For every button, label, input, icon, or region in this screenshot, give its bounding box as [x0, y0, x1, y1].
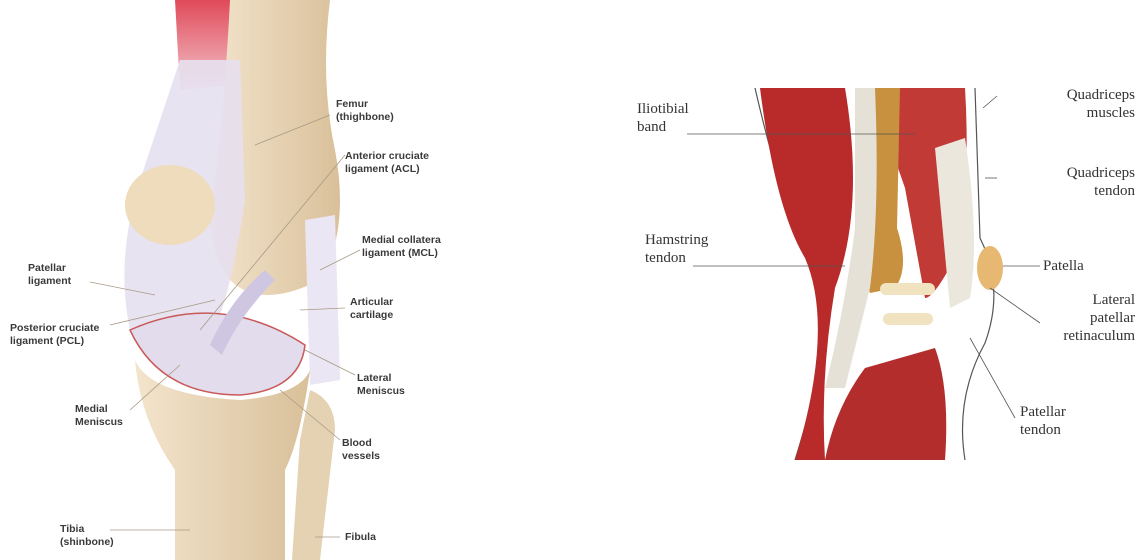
label-medial-meniscus: Medial Meniscus — [75, 403, 123, 429]
label-tibia: Tibia (shinbone) — [60, 523, 114, 549]
label-lateral-patellar-retinaculum: Lateral patellar retinaculum — [1063, 291, 1135, 345]
label-femur: Femur (thighbone) — [336, 98, 394, 124]
knee-joint-diagram: Femur (thighbone) Anterior cruciate liga… — [0, 0, 480, 560]
knee-muscles-diagram: Iliotibial band Hamstring tendon Quadric… — [635, 88, 1137, 460]
label-articular-cartilage: Articular cartilage — [350, 296, 393, 322]
label-iliotibial-band: Iliotibial band — [637, 100, 689, 136]
label-patella: Patella — [1043, 257, 1084, 275]
label-patellar-tendon: Patellar tendon — [1020, 403, 1066, 439]
patella-bone — [977, 246, 1003, 290]
label-pcl: Posterior cruciate ligament (PCL) — [10, 322, 99, 348]
label-lateral-meniscus: Lateral Meniscus — [357, 372, 405, 398]
label-mcl: Medial collatera ligament (MCL) — [362, 234, 441, 260]
label-blood-vessels: Blood vessels — [342, 437, 380, 463]
joint-cartilage — [880, 283, 935, 295]
muscle-shape — [760, 88, 853, 460]
label-patellar-ligament: Patellar ligament — [28, 262, 71, 288]
mcl-ligament — [305, 215, 340, 385]
label-quadriceps-muscles: Quadriceps muscles — [1067, 86, 1135, 122]
joint-cartilage — [883, 313, 933, 325]
patella-bone — [125, 165, 215, 245]
label-fibula: Fibula — [345, 531, 376, 544]
label-acl: Anterior cruciate ligament (ACL) — [345, 150, 429, 176]
label-hamstring-tendon: Hamstring tendon — [645, 231, 708, 267]
knee-joint-illustration — [0, 0, 480, 560]
label-quadriceps-tendon: Quadriceps tendon — [1067, 164, 1135, 200]
